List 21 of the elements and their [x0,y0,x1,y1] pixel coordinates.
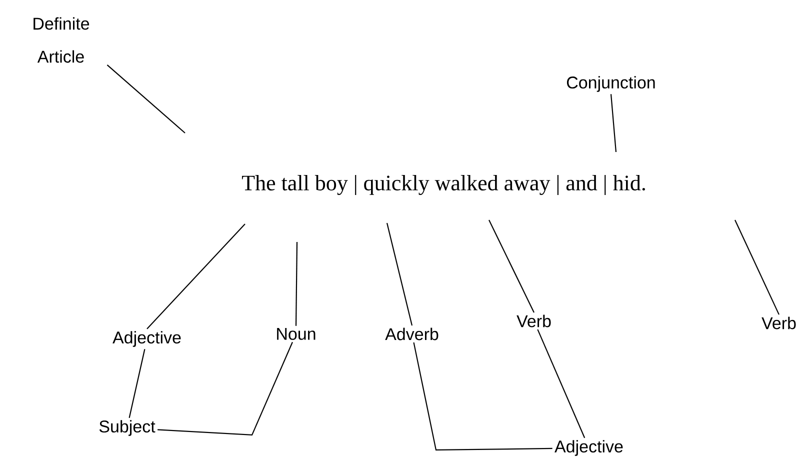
part-of-speech-label: Verb [762,316,796,330]
leader-line [488,220,534,313]
leader-line [106,64,186,134]
part-of-speech-label: Adjective [112,331,181,347]
part-of-speech-label: Definite Article [34,17,90,63]
connector-line [413,342,552,451]
part-of-speech-label: Conjunction [566,76,655,92]
sentence-text: The tall boy | quickly walked away | and | hid. [242,174,645,195]
part-of-speech-label: Noun [277,328,316,340]
connector-line [128,348,146,418]
part-of-speech-label: Adverb [385,328,438,340]
part-of-speech-label: Subject [99,420,156,436]
leader-line [386,222,413,326]
leader-line [734,220,780,315]
part-of-speech-label: Adjective [554,440,623,456]
leader-line [610,94,617,152]
connector-line [158,342,293,436]
leader-line [295,242,298,326]
part-of-speech-label: Verb [516,314,551,328]
leader-line [146,224,246,330]
connector-line [537,329,586,438]
